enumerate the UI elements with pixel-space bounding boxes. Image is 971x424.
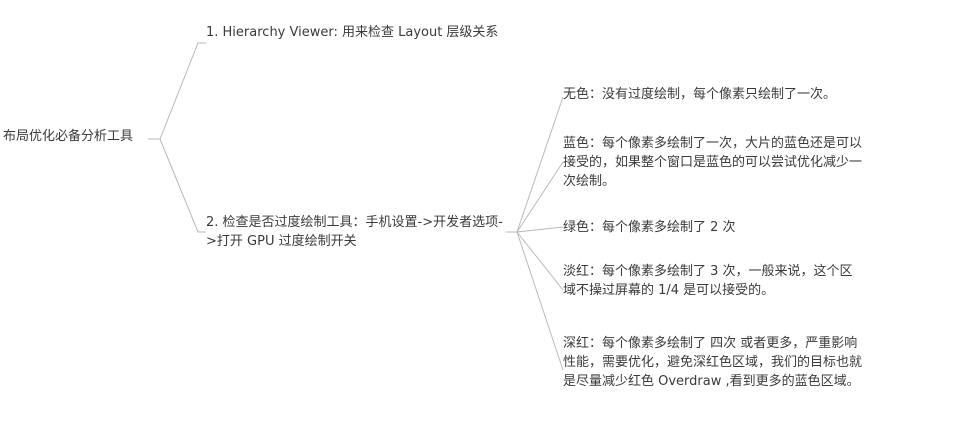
overdraw-level-blue[interactable]: 蓝色：每个像素多绘制了一次，大片的蓝色还是可以接受的，如果整个窗口是蓝色的可以尝… — [563, 136, 863, 189]
root-node[interactable]: 布局优化必备分析工具 — [3, 129, 134, 144]
branch-overdraw-tool[interactable]: 2. 检查是否过度绘制工具：手机设置->开发者选项->打开 GPU 过度绘制开关 — [206, 215, 503, 249]
branch-hierarchy-viewer[interactable]: 1. Hierarchy Viewer: 用来检查 Layout 层级关系 — [206, 25, 499, 40]
overdraw-level-dark-red[interactable]: 深红：每个像素多绘制了 四次 或者更多，严重影响性能，需要优化，避免深红色区域，… — [563, 336, 863, 389]
overdraw-level-green[interactable]: 绿色：每个像素多绘制了 2 次 — [563, 220, 736, 235]
connector-to-level-light-red — [516, 231, 564, 291]
connector-to-level-green — [516, 226, 564, 233]
connector-to-level-blue — [516, 161, 564, 233]
overdraw-level-none[interactable]: 无色：没有过度绘制，每个像素只绘制了一次。 — [563, 87, 837, 102]
connector-to-level-none — [516, 96, 564, 233]
connector-root-to-branch-2 — [159, 138, 206, 233]
connector-to-level-dark-red — [516, 231, 564, 371]
overdraw-level-light-red[interactable]: 淡红：每个像素多绘制了 3 次，一般来说，这个区域不操过屏幕的 1/4 是可以接… — [563, 264, 853, 298]
connector-root-to-branch-1 — [159, 42, 206, 140]
